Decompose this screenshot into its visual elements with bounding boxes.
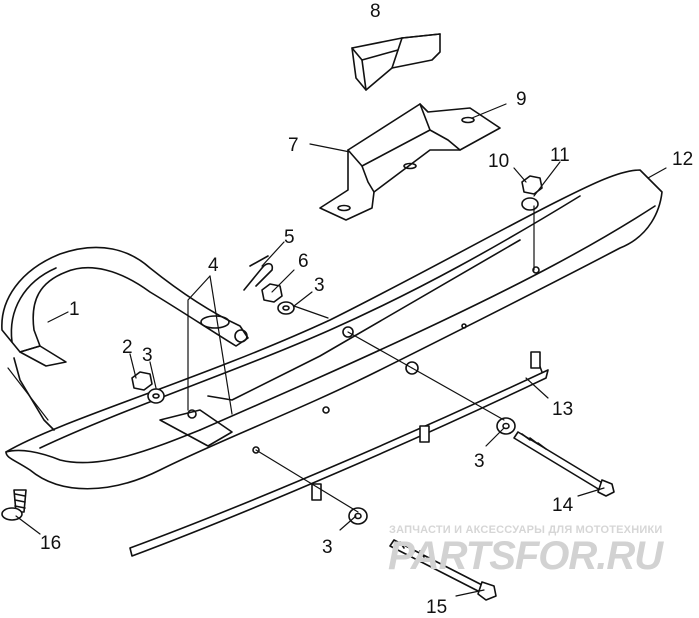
- callout-9: 9: [516, 89, 527, 110]
- callout-7: 7: [288, 135, 299, 156]
- callout-3-left: 3: [142, 345, 153, 366]
- callout-6: 6: [298, 251, 309, 272]
- part-6-nut: [261, 283, 283, 303]
- part-5-cotter-pin-loop: [243, 262, 274, 291]
- callout-14: 14: [552, 495, 574, 516]
- callout-3-right: 3: [474, 451, 485, 472]
- part-9-plate: [319, 103, 501, 221]
- watermark-caption: ЗАПЧАСТИ И АКСЕССУАРЫ ДЛЯ МОТОТЕХНИКИ: [389, 524, 663, 536]
- part-13-wear-bar: [129, 351, 549, 557]
- callout-5: 5: [284, 227, 295, 248]
- callout-15: 15: [426, 597, 448, 618]
- part-11-washer: [521, 197, 539, 211]
- part-3-washer-b: [147, 388, 165, 404]
- callout-8: 8: [370, 1, 381, 22]
- callout-16: 16: [40, 533, 62, 554]
- part-15-bolt: [389, 539, 497, 601]
- callout-11: 11: [550, 145, 570, 166]
- callout-4: 4: [208, 255, 219, 276]
- part-10-nut: [521, 175, 543, 195]
- callout-12: 12: [672, 149, 694, 170]
- callout-2: 2: [122, 337, 133, 358]
- callout-3-top: 3: [314, 275, 325, 296]
- part-3-washer-a: [277, 301, 295, 315]
- part-8-bumper: [351, 33, 441, 91]
- part-3-washer-d: [348, 507, 368, 525]
- callout-1: 1: [69, 299, 80, 320]
- watermark-logo: PARTSFOR.RU: [388, 534, 663, 578]
- part-4-handle: [1, 246, 249, 431]
- part-12-ski-body: [5, 169, 663, 490]
- callout-3-bottom: 3: [322, 537, 333, 558]
- part-5-cotter-pin: [249, 255, 269, 267]
- callout-13: 13: [552, 399, 574, 420]
- part-2-nut: [131, 371, 153, 391]
- hardware: [131, 175, 543, 525]
- part-16-bolt: [1, 489, 27, 521]
- callout-10: 10: [488, 151, 510, 172]
- part-14-bolt: [513, 431, 615, 497]
- leader-lines: [7, 103, 667, 597]
